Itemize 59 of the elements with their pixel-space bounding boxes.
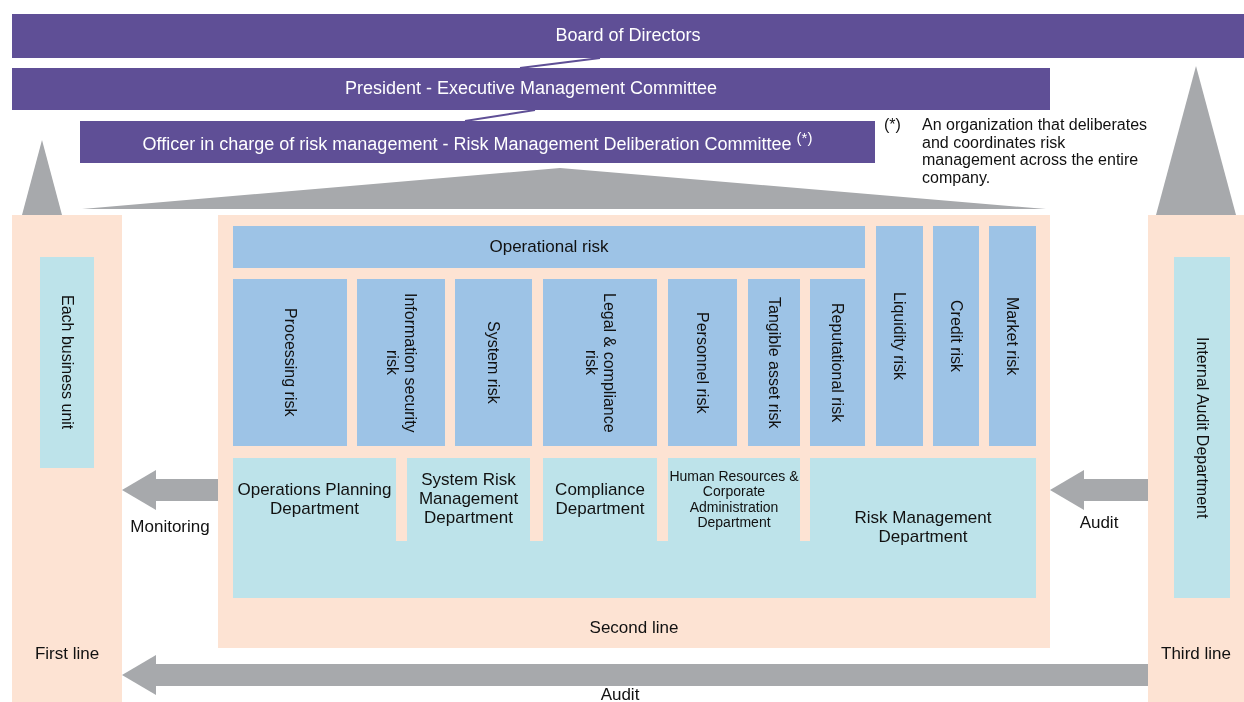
department-box (407, 458, 530, 541)
footnote-text: An organization that deliberates and coordinates risk management across the entire company. (922, 116, 1149, 187)
department-box (543, 458, 657, 541)
arrow (122, 655, 1148, 695)
node-label: Credit risk (947, 300, 965, 372)
node-label: Tangible asset risk (765, 296, 783, 429)
title-bar (12, 14, 1244, 58)
edge-label: Audit (599, 686, 641, 702)
node-label: Reputational risk (828, 302, 847, 423)
line-panel (12, 215, 122, 702)
wedge-connector (22, 140, 62, 215)
node-label: Market risk (1003, 296, 1022, 376)
arrow (1050, 470, 1148, 510)
risk-box (668, 279, 737, 446)
line-panel (218, 215, 1050, 648)
arrow (122, 470, 218, 510)
node-label: Compliance Department (554, 480, 646, 519)
risk-box (543, 279, 657, 446)
node-label: Risk Management Department (853, 509, 993, 547)
risk-box (357, 279, 445, 446)
node-label: Processing risk (281, 308, 299, 417)
node-label: First line (33, 645, 101, 664)
edge-label: Monitoring (129, 518, 211, 537)
risk-box (933, 226, 979, 446)
line-panel (1148, 215, 1244, 702)
risk-box (989, 226, 1036, 446)
node-label: Officer in charge of risk management - Risk Management Deliberation Committee $^{(*)}$ (142, 129, 813, 155)
wedge-connector (1156, 66, 1236, 215)
connector-line (519, 57, 601, 69)
risk-box (810, 279, 865, 446)
node-label: Internal Audit Department (1193, 336, 1211, 519)
node-label: System risk (484, 321, 503, 404)
node-label: Each business unit (58, 295, 76, 430)
department-box (1174, 257, 1230, 598)
node-label: Operations Planning Department (236, 480, 393, 519)
department-box (233, 458, 396, 541)
node-label: System Risk Management Department (417, 471, 520, 528)
node-label: President - Executive Management Committee (344, 79, 718, 99)
risk-box (455, 279, 532, 446)
unit-box (40, 257, 94, 468)
footnote-mark: (*) (884, 116, 902, 134)
node-label: Liquidity risk (890, 292, 909, 380)
department-box (810, 458, 1036, 598)
node-label: Personnel risk (693, 311, 712, 414)
risk-box (233, 279, 347, 446)
risk-box (876, 226, 923, 446)
risk-box (233, 226, 865, 268)
committee-bar (80, 121, 875, 163)
node-label: Information security risk (383, 291, 419, 435)
node-label: Second line (588, 619, 680, 638)
committee-bar (12, 68, 1050, 110)
edge-label: Audit (1078, 514, 1120, 533)
department-box (668, 458, 800, 541)
node-label: Third line (1160, 645, 1232, 664)
node-label: Legal & compliance risk (582, 291, 618, 435)
node-label: Human Resources & Corporate Administration Department (668, 468, 800, 531)
node-label: Board of Directors (555, 26, 701, 46)
node-label: Operational risk (489, 237, 609, 257)
risk-box (748, 279, 800, 446)
